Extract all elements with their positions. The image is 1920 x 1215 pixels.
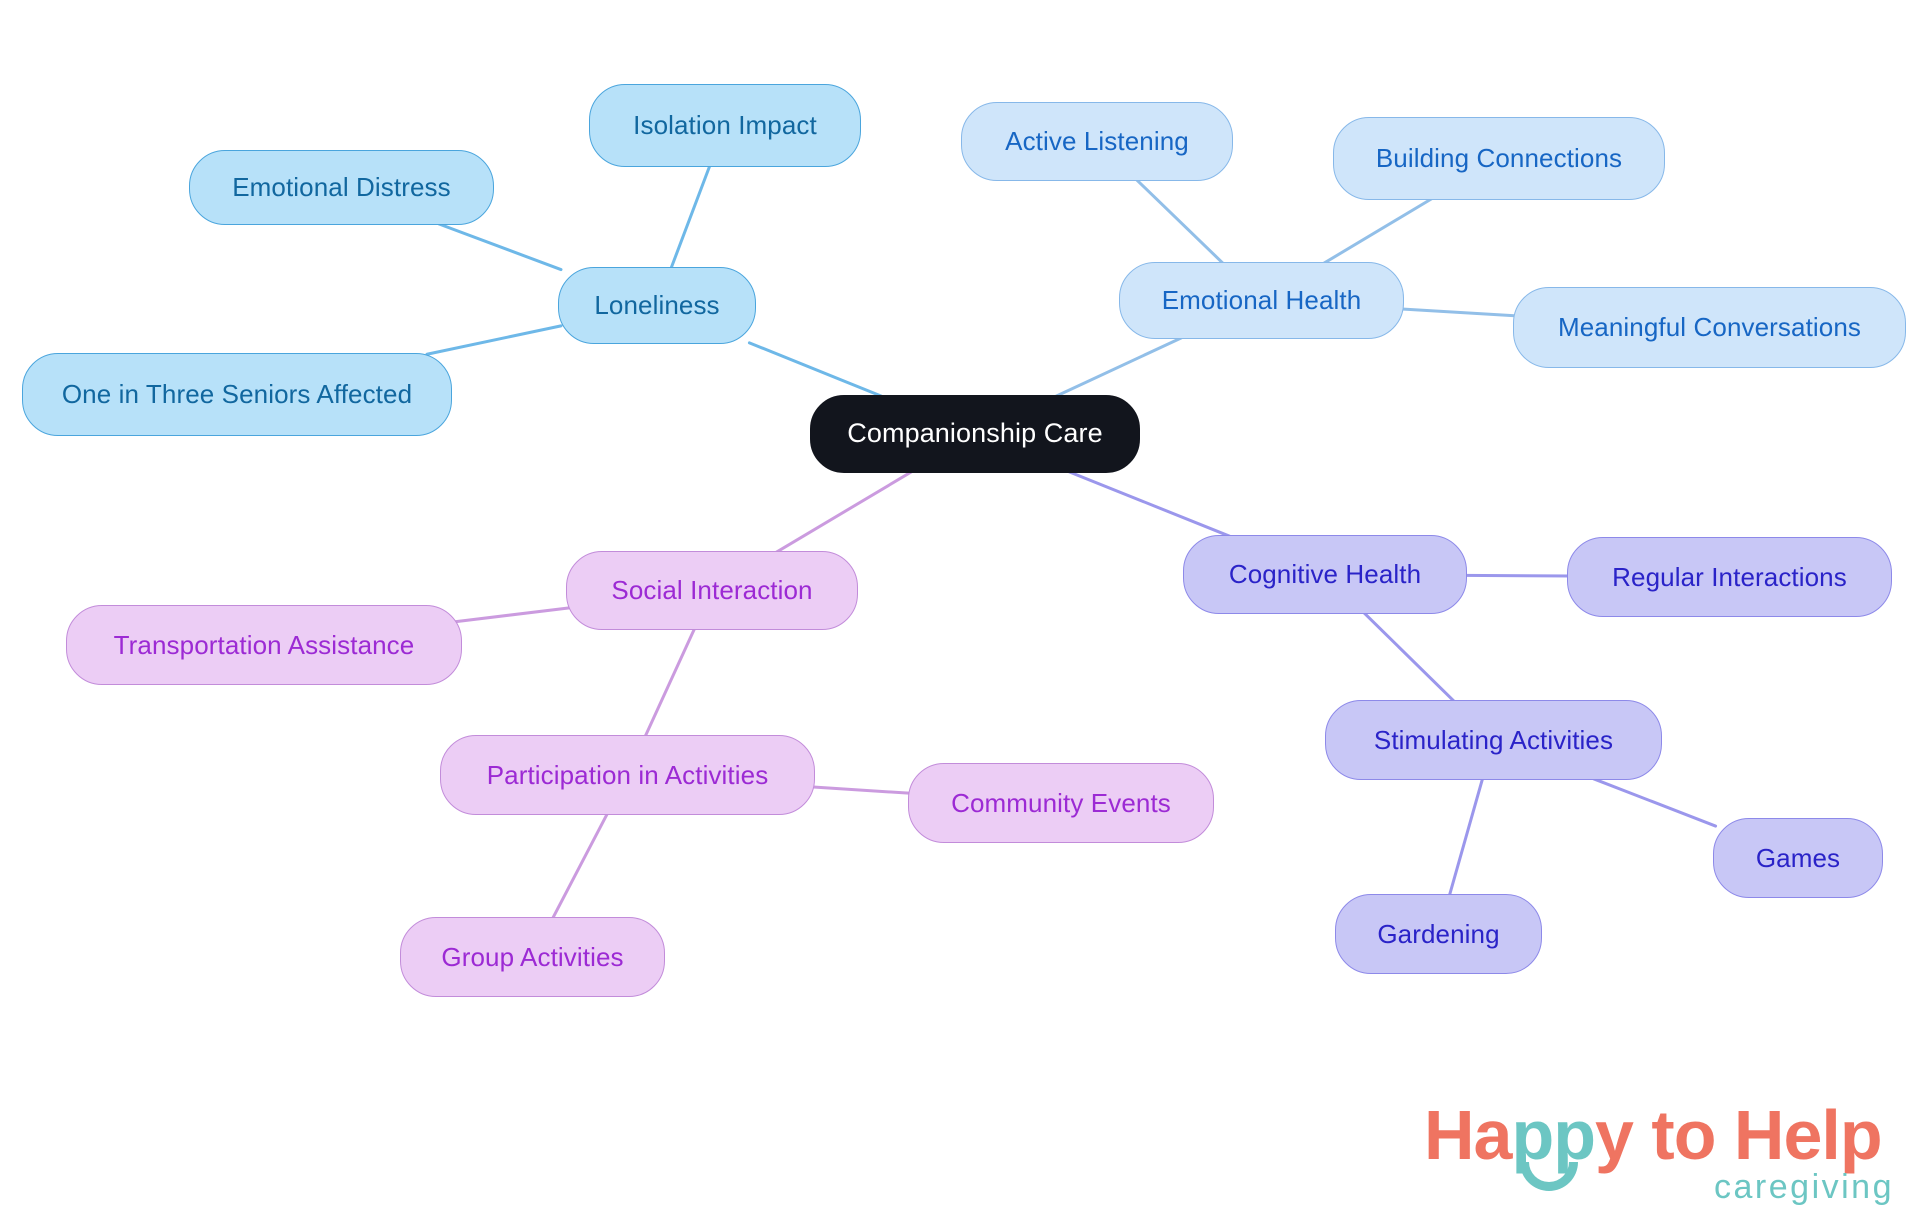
node-label: Emotional Health: [1161, 285, 1362, 316]
node-label: Building Connections: [1375, 143, 1623, 174]
edge-stimulating-activities-to-gardening: [1448, 777, 1484, 897]
node-label: Cognitive Health: [1228, 559, 1422, 590]
node-label: Social Interaction: [611, 575, 813, 606]
smile-icon: [1520, 1162, 1578, 1191]
edge-emotional-health-to-building-connections: [1322, 197, 1434, 265]
mindmap-node-meaningful-conversations[interactable]: Meaningful Conversations: [1513, 287, 1906, 368]
edge-participation-in-activities-to-community-events: [807, 785, 915, 795]
mindmap-node-gardening[interactable]: Gardening: [1335, 894, 1542, 974]
mindmap-node-one-in-three-seniors-affected[interactable]: One in Three Seniors Affected: [22, 353, 452, 436]
mindmap-node-root[interactable]: Companionship Care: [810, 395, 1140, 473]
node-label: Loneliness: [594, 290, 720, 321]
edge-cognitive-health-to-root: [1067, 470, 1232, 538]
edge-loneliness-to-one-in-three-seniors-affected: [425, 324, 563, 356]
edge-emotional-health-to-active-listening: [1135, 178, 1225, 265]
edge-participation-in-activities-to-group-activities: [551, 812, 609, 920]
node-label: Regular Interactions: [1612, 561, 1847, 592]
node-label: Participation in Activities: [486, 759, 769, 790]
mindmap-node-emotional-distress[interactable]: Emotional Distress: [189, 150, 494, 225]
mindmap-node-cognitive-health[interactable]: Cognitive Health: [1183, 535, 1467, 614]
logo-part-p: p: [1839, 1096, 1883, 1174]
node-label: Games: [1755, 842, 1841, 873]
edge-social-interaction-to-participation-in-activities: [643, 627, 696, 738]
mindmap-node-emotional-health[interactable]: Emotional Health: [1119, 262, 1404, 339]
logo-part-pp: pp: [1511, 1096, 1596, 1174]
mindmap-node-community-events[interactable]: Community Events: [908, 763, 1214, 843]
node-label: Isolation Impact: [633, 110, 817, 141]
mindmap-node-building-connections[interactable]: Building Connections: [1333, 117, 1665, 200]
edge-loneliness-to-emotional-distress: [437, 222, 563, 272]
brand-logo: Happy to Help caregiving: [1424, 1100, 1894, 1204]
mindmap-node-stimulating-activities[interactable]: Stimulating Activities: [1325, 700, 1662, 780]
mindmap-node-transportation-assistance[interactable]: Transportation Assistance: [66, 605, 462, 685]
edge-emotional-health-to-meaningful-conversations: [1398, 307, 1521, 318]
mindmap-node-loneliness[interactable]: Loneliness: [558, 267, 756, 344]
mindmap-node-isolation-impact[interactable]: Isolation Impact: [589, 84, 861, 167]
edge-cognitive-health-to-regular-interactions: [1461, 573, 1574, 578]
logo-part-ha: Ha: [1424, 1096, 1512, 1174]
logo-tagline: caregiving: [1714, 1168, 1894, 1206]
logo-wordmark: Happy to Help: [1424, 1100, 1883, 1170]
node-label: Meaningful Conversations: [1557, 312, 1861, 343]
mindmap-node-social-interaction[interactable]: Social Interaction: [566, 551, 858, 630]
node-label: Community Events: [951, 787, 1171, 818]
edge-emotional-health-to-root: [1054, 336, 1183, 398]
node-label: Emotional Distress: [232, 172, 451, 203]
mindmap-node-active-listening[interactable]: Active Listening: [961, 102, 1233, 181]
node-label: Stimulating Activities: [1373, 724, 1614, 755]
node-label: One in Three Seniors Affected: [61, 379, 413, 410]
mindmap-node-group-activities[interactable]: Group Activities: [400, 917, 665, 997]
edge-loneliness-to-isolation-impact: [669, 164, 712, 270]
node-label: Transportation Assistance: [113, 629, 415, 660]
mindmap-node-participation-in-activities[interactable]: Participation in Activities: [440, 735, 815, 815]
node-label: Active Listening: [1005, 126, 1189, 157]
edge-social-interaction-to-root: [774, 470, 913, 554]
mindmap-node-regular-interactions[interactable]: Regular Interactions: [1567, 537, 1892, 617]
node-label: Group Activities: [441, 941, 624, 972]
edge-stimulating-activities-to-games: [1592, 777, 1718, 828]
edge-social-interaction-to-transportation-assistance: [454, 606, 572, 624]
logo-part-y-to-hel: y to Hel: [1595, 1096, 1841, 1174]
node-label: Gardening: [1377, 918, 1500, 949]
edge-loneliness-to-root: [747, 341, 883, 398]
node-label: Companionship Care: [847, 418, 1103, 449]
mindmap-node-games[interactable]: Games: [1713, 818, 1883, 898]
edge-cognitive-health-to-stimulating-activities: [1362, 611, 1456, 703]
